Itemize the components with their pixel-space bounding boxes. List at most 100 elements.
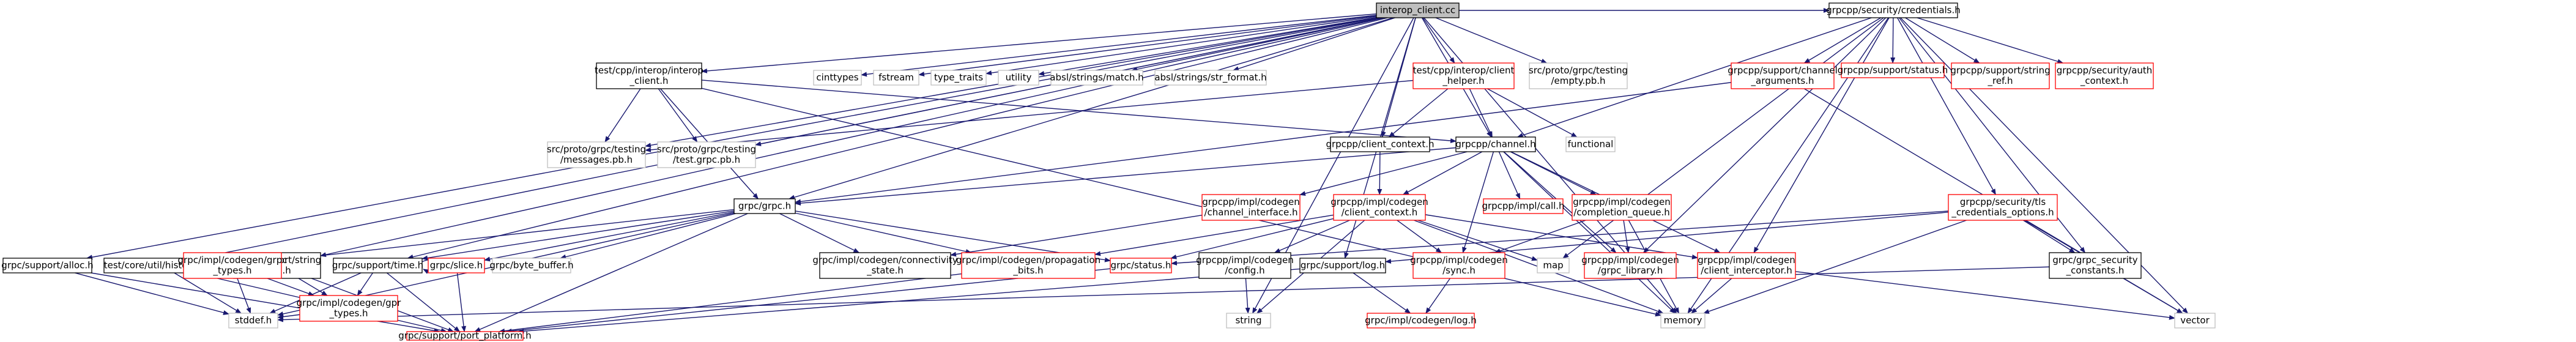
node-label-n_typetraits-line-0: type_traits (934, 72, 983, 84)
node-n_utility: utility (998, 70, 1039, 86)
node-label-n_interoph-line-1: _client.h (629, 75, 669, 87)
node-n_chaniface[interactable]: grpcpp/impl/codegen/channel_interface.h (1201, 194, 1301, 221)
edge-n_tlsopts-to-n_memory (1702, 220, 1967, 314)
node-n_clientinterceptor[interactable]: grpcpp/impl/codegen/client_interceptor.h (1697, 252, 1796, 279)
node-n_gprtypes[interactable]: grpc/impl/codegen/gpr_types.h (297, 295, 402, 322)
node-box-n_grpclibrary (1584, 252, 1677, 279)
node-box-n_fstream (873, 70, 919, 86)
node-n_alloc[interactable]: grpc/support/alloc.h (1, 258, 94, 273)
node-label-n_testgrpcpb-line-1: /test.grpc.pb.h (673, 154, 740, 165)
node-n_codegenlog[interactable]: grpc/impl/codegen/log.h (1365, 313, 1477, 329)
node-label-n_clientinterceptor-line-1: /client_interceptor.h (1701, 265, 1792, 277)
node-box-n_bytebuf (492, 258, 571, 273)
node-label-n_codegenconfig-line-1: /config.h (1225, 265, 1264, 276)
edge-n_credentials-to-n_tlsopts (1897, 17, 1996, 195)
node-n_grpclibrary[interactable]: grpcpp/impl/codegen/grpc_library.h (1581, 252, 1679, 279)
node-box-n_clientctx (1330, 136, 1430, 152)
edge-root-to-n_strutil (320, 17, 1386, 258)
edge-n_grpctypes-to-n_stddef (237, 278, 251, 314)
edge-root-to-n_alloc (86, 17, 1379, 260)
node-label-n_credentials-line-0: grpcpp/security/credentials.h (1826, 5, 1961, 16)
node-n_emptypb: src/proto/grpc/testing/empty.pb.h (1529, 62, 1628, 89)
node-label-n_grpcsecconst-line-1: _constants.h (2066, 265, 2125, 277)
node-n_compqueue[interactable]: grpcpp/impl/codegen/completion_queue.h (1572, 194, 1672, 221)
edge-n_credentials-to-n_clientinterceptor (1753, 17, 1890, 253)
node-root[interactable]: interop_client.cc (1376, 2, 1460, 18)
node-label-n_codegenconfig-line-0: grpcpp/impl/codegen (1196, 255, 1294, 266)
node-n_clientctx[interactable]: grpcpp/client_context.h (1326, 136, 1435, 152)
node-n_authctx[interactable]: grpcpp/security/auth_context.h (2055, 62, 2154, 89)
node-box-n_memory (1660, 313, 1706, 329)
node-n_string: string (1226, 313, 1271, 329)
node-n_cinttypes: cinttypes (813, 70, 862, 86)
edge-root-to-n_fstream (918, 15, 1377, 77)
node-n_channel[interactable]: grpcpp/channel.h (1455, 136, 1536, 152)
node-n_testgrpcpb: src/proto/grpc/testing/test.grpc.pb.h (657, 141, 756, 168)
node-label-n_compqueue-line-1: /completion_queue.h (1573, 207, 1670, 218)
node-label-n_grpctypes-line-1: _types.h (212, 265, 251, 277)
edge-n_alloc-to-n_stddef (75, 272, 229, 315)
node-label-n_utility-line-0: utility (1006, 72, 1032, 83)
node-n_status[interactable]: grpc/status.h (1110, 258, 1172, 273)
node-n_stringref[interactable]: grpcpp/support/string_ref.h (1950, 62, 2051, 89)
node-n_interoph[interactable]: test/cpp/interop/interop_client.h (595, 62, 703, 89)
node-n_time[interactable]: grpc/support/time.h (332, 258, 423, 273)
node-n_slice[interactable]: grpc/slice.h (428, 258, 485, 273)
node-box-n_implclientctx (1333, 194, 1426, 221)
node-label-n_implclientctx-line-0: grpcpp/impl/codegen (1331, 196, 1428, 207)
node-box-n_grpch (733, 198, 796, 214)
node-n_propbits[interactable]: grpc/impl/codegen/propagation_bits.h (956, 252, 1101, 279)
node-n_chanargs[interactable]: grpcpp/support/channel_arguments.h (1728, 62, 1838, 89)
node-label-n_vector-line-0: vector (2180, 315, 2210, 326)
node-n_portplat[interactable]: grpc/support/port_platform.h (398, 330, 531, 342)
node-n_grpctypes[interactable]: grpc/impl/codegen/grpc_types.h (178, 252, 288, 279)
node-box-n_chaniface (1201, 194, 1301, 221)
edge-n_interoph-to-n_testgrpcpb (658, 88, 698, 143)
node-n_strformat: absl/strings/str_format.h (1154, 70, 1267, 86)
node-n_codegenconfig[interactable]: grpcpp/impl/codegen/config.h (1196, 252, 1294, 279)
node-box-n_supportstatus (1841, 62, 1945, 78)
node-label-n_fstream-line-0: fstream (878, 72, 914, 83)
node-label-n_propbits-line-0: grpc/impl/codegen/propagation (956, 255, 1101, 266)
node-label-n_stddef-line-0: stddef.h (235, 315, 272, 326)
edge-n_credentials-to-n_channel (1516, 17, 1872, 138)
node-box-n_grpctypes (183, 252, 282, 279)
node-n_gprlog[interactable]: grpc/support/log.h (1299, 258, 1386, 273)
edge-n_credentials-to-n_map (1562, 17, 1884, 259)
node-label-n_grpclibrary-line-0: grpcpp/impl/codegen (1581, 255, 1679, 266)
edge-n_grpch-to-n_propbits (795, 212, 972, 254)
node-label-n_functional-line-0: functional (1568, 139, 1614, 150)
node-n_supportstatus[interactable]: grpcpp/support/status.h (1838, 62, 1948, 78)
node-n_call[interactable]: grpcpp/impl/call.h (1482, 198, 1565, 214)
node-n_sync[interactable]: grpcpp/impl/codegen/sync.h (1410, 252, 1508, 279)
node-box-n_cinttypes (813, 70, 862, 86)
node-n_implclientctx[interactable]: grpcpp/impl/codegen/client_context.h (1331, 194, 1428, 221)
node-label-n_alloc-line-0: grpc/support/alloc.h (1, 260, 93, 271)
node-label-n_codegenlog-line-0: grpc/impl/codegen/log.h (1365, 315, 1477, 326)
node-n_helper[interactable]: test/cpp/interop/client_helper.h (1412, 62, 1515, 89)
node-label-n_authctx-line-1: _context.h (2080, 75, 2128, 87)
node-n_grpcsecconst[interactable]: grpc/grpc_security_constants.h (2049, 252, 2142, 279)
node-label-n_gprtypes-line-0: grpc/impl/codegen/gpr (297, 297, 402, 308)
node-n_connstate[interactable]: grpc/impl/codegen/connectivity_state.h (812, 252, 958, 279)
edge-n_alloc-to-n_portplat (91, 272, 440, 333)
node-box-n_codegenlog (1367, 313, 1475, 329)
node-n_messagespb: src/proto/grpc/testing/messages.pb.h (547, 141, 646, 168)
node-n_grpch[interactable]: grpc/grpc.h (733, 198, 796, 214)
node-n_tlsopts[interactable]: grpcpp/security/tls_credentials_options.… (1948, 194, 2058, 221)
node-label-n_clientctx-line-0: grpcpp/client_context.h (1326, 139, 1434, 151)
edge-n_credentials-to-n_stringref (1905, 17, 1980, 64)
node-n_typetraits: type_traits (930, 70, 987, 86)
node-n_credentials[interactable]: grpcpp/security/credentials.h (1826, 2, 1961, 18)
node-box-n_grpcsecconst (2049, 252, 2142, 279)
node-box-n_sync (1412, 252, 1505, 279)
node-label-n_helper-line-1: _helper.h (1442, 75, 1484, 87)
node-label-n_gprtypes-line-1: _types.h (328, 308, 368, 319)
node-box-n_emptypb (1529, 62, 1628, 89)
node-box-n_string (1226, 313, 1271, 329)
edge-n_codegenconfig-to-n_string (1245, 278, 1250, 314)
node-box-n_gprlog (1299, 258, 1386, 273)
node-label-n_implclientctx-line-1: /client_context.h (1342, 207, 1418, 218)
node-label-root-line-0: interop_client.cc (1380, 5, 1455, 17)
edge-root-to-n_utility (1038, 17, 1377, 76)
